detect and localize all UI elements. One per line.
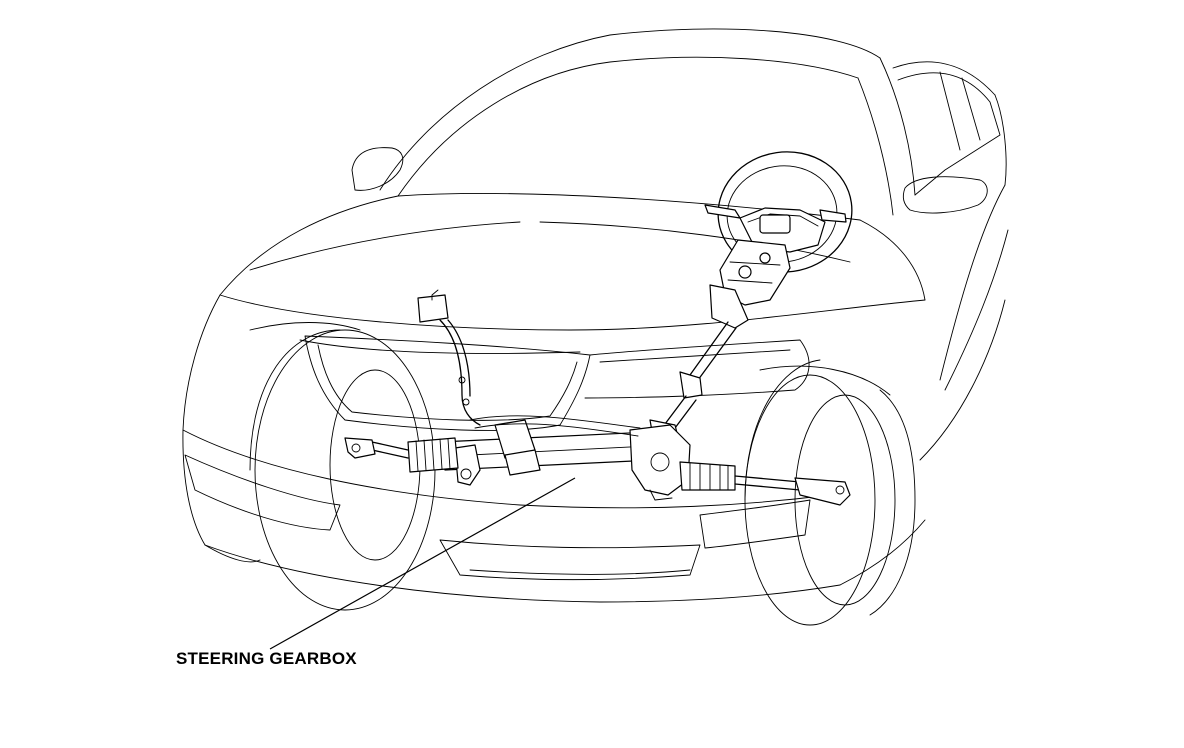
steering-column <box>649 239 791 449</box>
wiring-harness <box>417 289 481 426</box>
steering-gearbox <box>344 415 851 506</box>
callout-leader-line <box>269 477 576 650</box>
steering-gearbox-label: STEERING GEARBOX <box>176 649 357 668</box>
car-body-outline <box>182 28 1009 626</box>
steering-wheel <box>704 151 853 273</box>
